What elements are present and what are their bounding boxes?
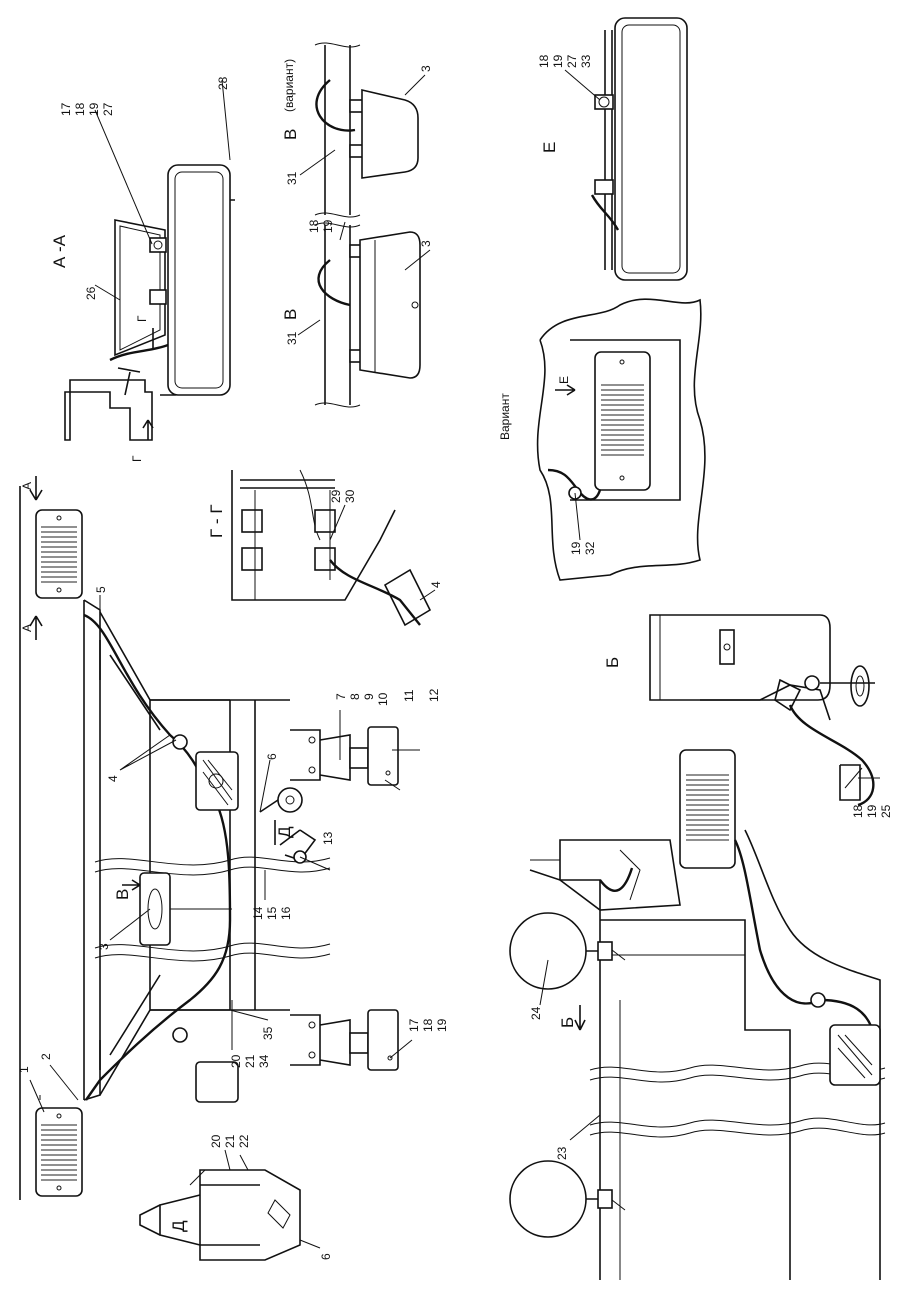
callout-12: 12 bbox=[427, 688, 441, 702]
callout-17-aa: 17 bbox=[59, 102, 73, 116]
callout-19-v: 19 bbox=[321, 219, 335, 233]
view-labels: А -А В В (вариант) Г - Г Д Е Вариант Б А… bbox=[20, 59, 622, 1232]
callout-8: 8 bbox=[348, 693, 362, 700]
callout-6-d: 6 bbox=[319, 1253, 333, 1260]
callout-14: 14 bbox=[251, 906, 265, 920]
arrow-a-top: А bbox=[20, 482, 34, 490]
callout-20-d: 20 bbox=[209, 1134, 223, 1148]
callout-3-v: 3 bbox=[419, 240, 433, 247]
callout-25: 25 bbox=[879, 804, 893, 818]
view-v-label: В bbox=[281, 309, 300, 320]
callout-16: 16 bbox=[279, 906, 293, 920]
callout-26: 26 bbox=[84, 286, 98, 300]
arrow-a-bottom: А bbox=[20, 624, 34, 632]
arrow-e: Е bbox=[557, 376, 571, 384]
view-e-label: Е bbox=[540, 142, 559, 153]
view-d bbox=[139, 1149, 321, 1261]
view-d-label: Д bbox=[169, 1220, 188, 1232]
callout-32: 32 bbox=[583, 541, 597, 555]
callout-2: 2 bbox=[39, 1053, 53, 1060]
view-variant bbox=[536, 298, 706, 581]
rear-bracket-upper bbox=[290, 726, 399, 786]
callout-3-main: 3 bbox=[97, 943, 111, 950]
main-assembly bbox=[19, 476, 420, 1200]
callout-35: 35 bbox=[261, 1026, 275, 1040]
arrow-d: Д bbox=[275, 826, 294, 838]
callout-17-main: 17 bbox=[407, 1018, 421, 1032]
callout-6-main: 6 bbox=[265, 753, 279, 760]
callout-3-vv: 3 bbox=[419, 65, 433, 72]
callout-27-aa: 27 bbox=[101, 102, 115, 116]
arrow-g-right: Г bbox=[135, 315, 149, 322]
callout-21-main: 21 bbox=[243, 1054, 257, 1068]
callout-27-e: 27 bbox=[565, 54, 579, 68]
side-lamp-left bbox=[35, 1107, 83, 1197]
callout-28: 28 bbox=[216, 76, 230, 90]
callout-22: 22 bbox=[237, 1134, 251, 1148]
callout-19-aa: 19 bbox=[87, 102, 101, 116]
callout-19-b: 19 bbox=[865, 804, 879, 818]
callout-23: 23 bbox=[555, 1146, 569, 1160]
callout-7: 7 bbox=[334, 693, 348, 700]
callout-numbers: 1 2 5 4 3 6 7 8 9 10 11 12 13 14 15 16 1… bbox=[17, 54, 893, 1260]
view-aa-label: А -А bbox=[50, 234, 69, 268]
view-v-variant-note: (вариант) bbox=[282, 59, 296, 112]
callout-4-main: 4 bbox=[106, 775, 120, 782]
callout-9: 9 bbox=[362, 693, 376, 700]
arrow-v: В bbox=[113, 889, 132, 900]
callout-31-vv: 31 bbox=[285, 171, 299, 185]
view-v-variant-label: В bbox=[281, 129, 300, 140]
section-aa bbox=[64, 79, 235, 441]
callout-34: 34 bbox=[257, 1054, 271, 1068]
view-b bbox=[649, 614, 880, 807]
callout-21-d: 21 bbox=[223, 1134, 237, 1148]
callout-10: 10 bbox=[376, 692, 390, 706]
view-e bbox=[564, 17, 688, 281]
view-gg-label: Г - Г bbox=[207, 504, 226, 538]
callout-1: 1 bbox=[17, 1066, 31, 1073]
callout-24: 24 bbox=[529, 1006, 543, 1020]
view-b-label: Б bbox=[603, 657, 622, 668]
callout-20-main: 20 bbox=[229, 1054, 243, 1068]
callout-11: 11 bbox=[402, 689, 416, 702]
view-variant-label: Вариант bbox=[498, 393, 512, 440]
callout-19-e: 19 bbox=[551, 54, 565, 68]
arrow-b: Б bbox=[558, 1017, 577, 1028]
callout-18-b: 18 bbox=[851, 804, 865, 818]
callout-33: 33 bbox=[579, 54, 593, 68]
callout-13: 13 bbox=[321, 831, 335, 845]
callout-19-var: 19 bbox=[569, 541, 583, 555]
callout-29: 29 bbox=[329, 489, 343, 503]
side-lamp-right bbox=[35, 509, 83, 599]
connector-top bbox=[195, 751, 239, 811]
view-v-variant bbox=[299, 42, 426, 218]
arrow-g-left: Г bbox=[130, 455, 144, 462]
lower-assembly bbox=[509, 749, 886, 1280]
callout-15: 15 bbox=[265, 906, 279, 920]
view-v bbox=[297, 221, 431, 408]
rear-bracket-lower bbox=[290, 1009, 399, 1071]
section-gg bbox=[231, 469, 436, 627]
callout-18-aa: 18 bbox=[73, 102, 87, 116]
callout-5: 5 bbox=[94, 586, 108, 593]
callout-30: 30 bbox=[343, 489, 357, 503]
callout-19-main: 19 bbox=[435, 1018, 449, 1032]
callout-31-v: 31 bbox=[285, 331, 299, 345]
callout-18-e: 18 bbox=[537, 54, 551, 68]
callout-4-gg: 4 bbox=[429, 581, 443, 588]
callout-18-main: 18 bbox=[421, 1018, 435, 1032]
callout-18-v: 18 bbox=[307, 219, 321, 233]
